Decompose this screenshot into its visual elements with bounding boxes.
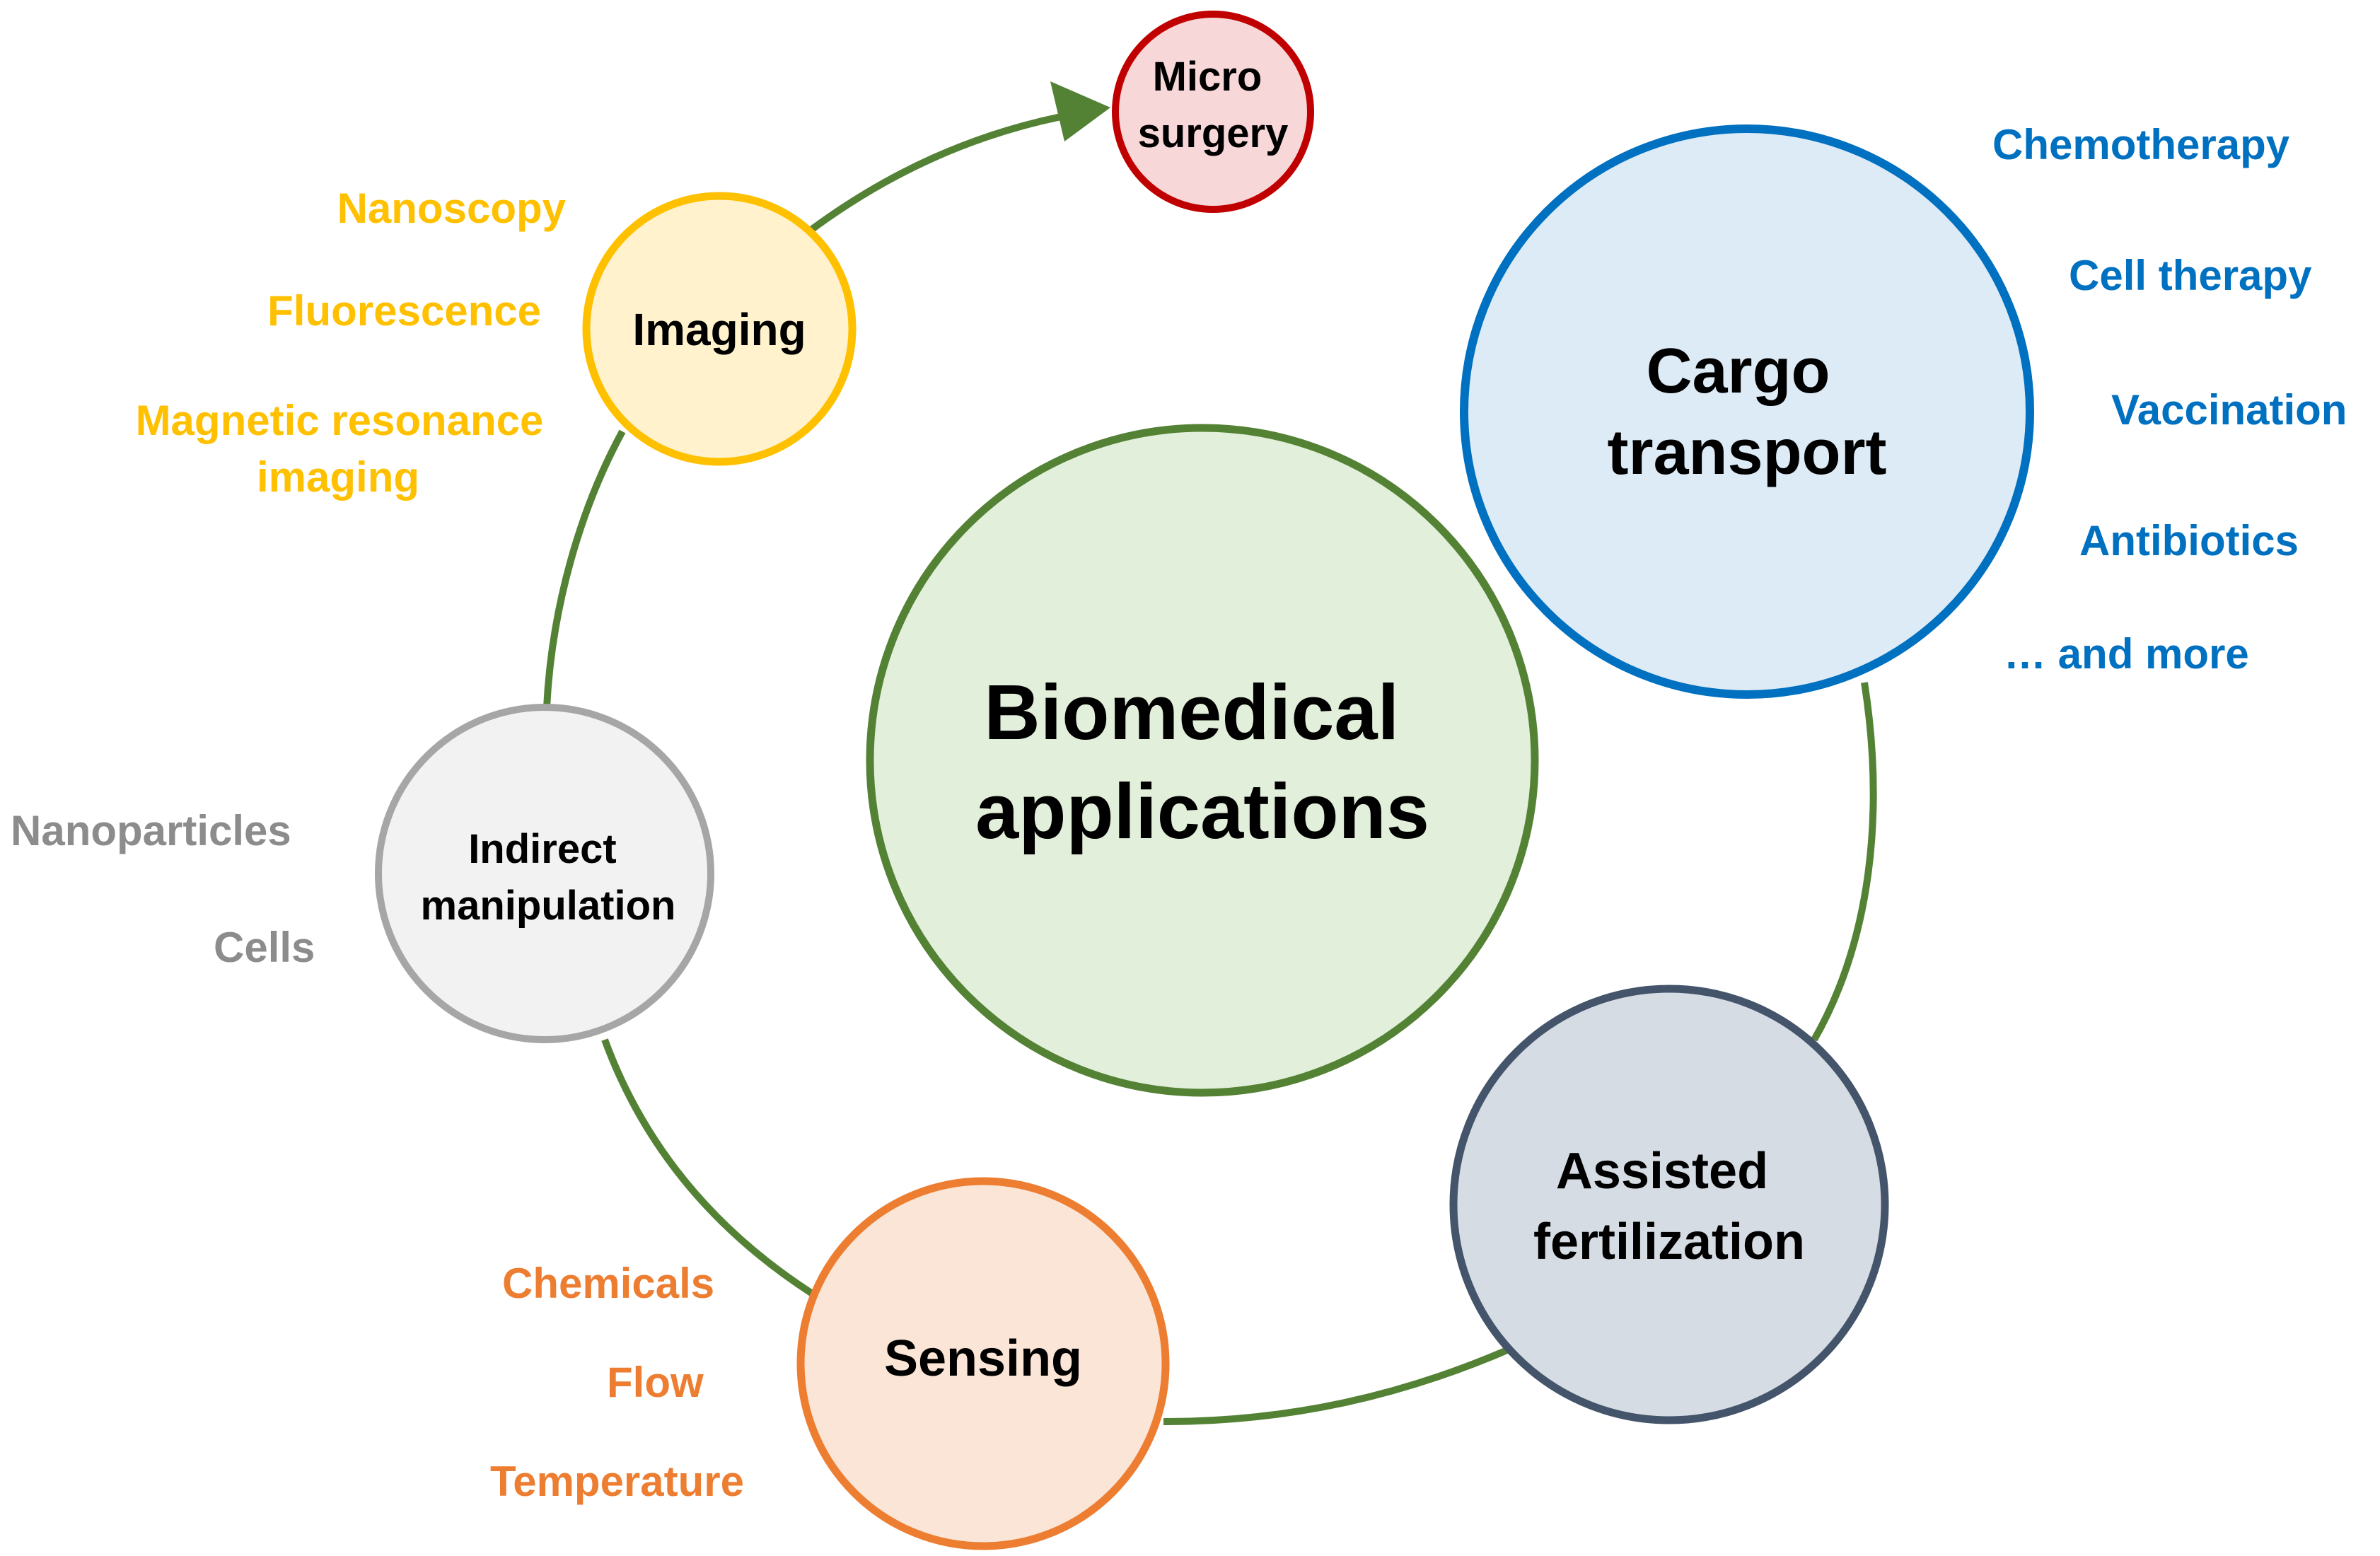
cargo-transport-circle xyxy=(1460,124,2034,699)
imaging-label: Imaging xyxy=(632,304,806,355)
sensing-example-flow: Flow xyxy=(607,1359,704,1406)
indirect-manipulation-examples: Nanoparticles Cells xyxy=(11,807,315,971)
path-indirect-to-imaging xyxy=(543,429,626,708)
microsurgery-label-line-1: Micro xyxy=(1153,54,1262,100)
indirect-example-nanoparticles: Nanoparticles xyxy=(11,807,291,854)
cargo-example-vaccination: Vaccination xyxy=(2111,386,2347,434)
cargo-example-cell-therapy: Cell therapy xyxy=(2069,252,2312,299)
arrowhead-to-microsurgery xyxy=(1050,81,1110,141)
node-imaging[interactable]: Imaging xyxy=(582,192,857,466)
fertilization-label-line-2: fertilization xyxy=(1533,1214,1805,1270)
sensing-circle xyxy=(796,1177,1170,1550)
imaging-example-mri-line-2: imaging xyxy=(257,453,419,501)
node-sensing[interactable]: Sensing xyxy=(796,1177,1170,1550)
path-imaging-to-microsurgery xyxy=(804,113,1062,237)
svg-text:Cargo transport: Cargo transport xyxy=(1607,336,1886,488)
path-cargo-to-fertilization xyxy=(1811,682,1877,1042)
imaging-example-fluorescence: Fluorescence xyxy=(267,287,541,335)
imaging-examples: Nanoscopy Fluorescence Magnetic resonanc… xyxy=(136,185,567,501)
svg-text:Micro surgery: Micro surgery xyxy=(1138,54,1289,156)
path-fertilization-to-sensing xyxy=(1163,1344,1516,1425)
sensing-example-chemicals: Chemicals xyxy=(502,1260,714,1307)
connection-ring xyxy=(543,81,1877,1425)
indirect-example-cells: Cells xyxy=(214,924,315,971)
imaging-circle xyxy=(582,192,857,466)
cargo-label-line-1: Cargo xyxy=(1646,336,1830,407)
fertilization-label-line-1: Assisted xyxy=(1556,1143,1768,1200)
indirect-label-line-2: manipulation xyxy=(421,883,676,929)
center-node-biomedical-applications[interactable]: Biomedical applications xyxy=(866,424,1539,1097)
microsurgery-label-line-2: surgery xyxy=(1138,110,1289,156)
microsurgery-circle xyxy=(1112,11,1314,213)
svg-text:Biomedical applications: Biomedical applications xyxy=(975,669,1429,855)
center-title-line-1: Biomedical xyxy=(984,669,1399,756)
sensing-examples: Chemicals Flow Temperature xyxy=(490,1260,744,1505)
cargo-example-and-more: … and more xyxy=(2004,630,2249,678)
path-sensing-to-indirect xyxy=(601,1038,815,1298)
node-assisted-fertilization[interactable]: Assisted fertilization xyxy=(1449,985,1889,1424)
cargo-transport-examples: Chemotherapy Cell therapy Vaccination An… xyxy=(1992,121,2347,678)
node-microsurgery[interactable]: Micro surgery xyxy=(1112,11,1314,213)
cargo-example-antibiotics: Antibiotics xyxy=(2079,517,2299,564)
imaging-example-mri-line-1: Magnetic resonance xyxy=(136,397,544,444)
center-title-line-2: applications xyxy=(975,768,1429,855)
sensing-example-temperature: Temperature xyxy=(490,1458,744,1505)
sensing-label: Sensing xyxy=(884,1330,1082,1387)
svg-text:Indirect manipulation: Indirect manipulation xyxy=(421,826,676,929)
imaging-example-nanoscopy: Nanoscopy xyxy=(337,185,567,232)
indirect-label-line-1: Indirect xyxy=(468,826,617,872)
cargo-example-chemotherapy: Chemotherapy xyxy=(1992,121,2290,168)
node-indirect-manipulation[interactable]: Indirect manipulation xyxy=(375,704,714,1043)
node-cargo-transport[interactable]: Cargo transport xyxy=(1460,124,2034,699)
svg-text:Assisted fertilization: Assisted fertilization xyxy=(1533,1143,1805,1270)
indirect-manipulation-circle xyxy=(375,704,714,1043)
center-circle xyxy=(866,424,1539,1097)
assisted-fertilization-circle xyxy=(1449,985,1889,1424)
cargo-label-line-2: transport xyxy=(1607,417,1886,488)
